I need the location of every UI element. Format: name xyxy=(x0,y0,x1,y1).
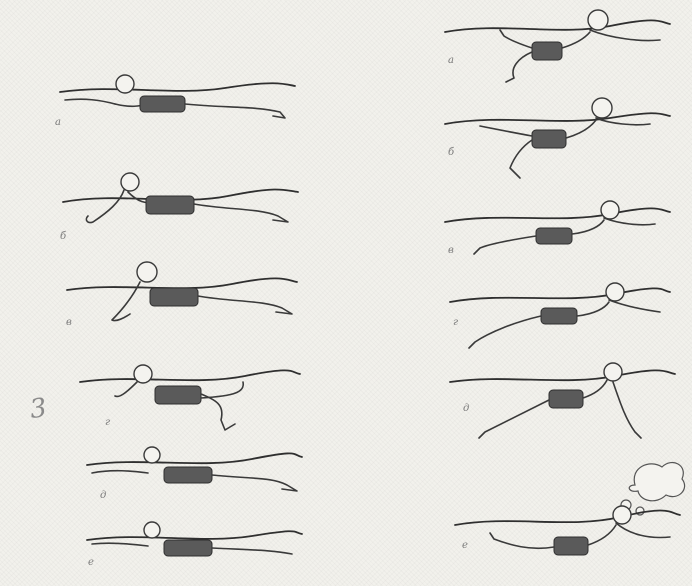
frame-label: а xyxy=(448,56,454,66)
margin-handwritten-number: 3 xyxy=(28,393,49,425)
frame-label: г xyxy=(453,318,458,328)
frame-label: д xyxy=(100,491,106,501)
frame-label: е xyxy=(462,541,468,551)
right-frame-4: г xyxy=(445,282,675,354)
air-bubbles-icon xyxy=(621,463,685,515)
right-frame-6: е xyxy=(450,455,685,575)
frame-label: в xyxy=(66,318,72,328)
left-frame-4: г xyxy=(75,360,305,440)
right-frame-2: б xyxy=(440,98,675,188)
frame-label: д xyxy=(463,404,469,414)
left-frame-2: б xyxy=(58,172,303,250)
left-frame-3: в xyxy=(62,260,302,335)
frame-label: е xyxy=(88,558,94,568)
frame-label: в xyxy=(448,246,454,256)
frame-label: а xyxy=(55,118,61,128)
right-frame-1: а xyxy=(440,8,675,88)
frame-label: г xyxy=(105,418,110,428)
frame-label: б xyxy=(60,232,66,242)
left-frame-1: а xyxy=(55,70,300,130)
right-frame-3: в xyxy=(440,198,675,273)
left-frame-5: д xyxy=(82,445,307,510)
frame-label: б xyxy=(448,148,454,158)
left-frame-6: е xyxy=(82,520,307,575)
right-frame-5: д xyxy=(445,362,680,452)
